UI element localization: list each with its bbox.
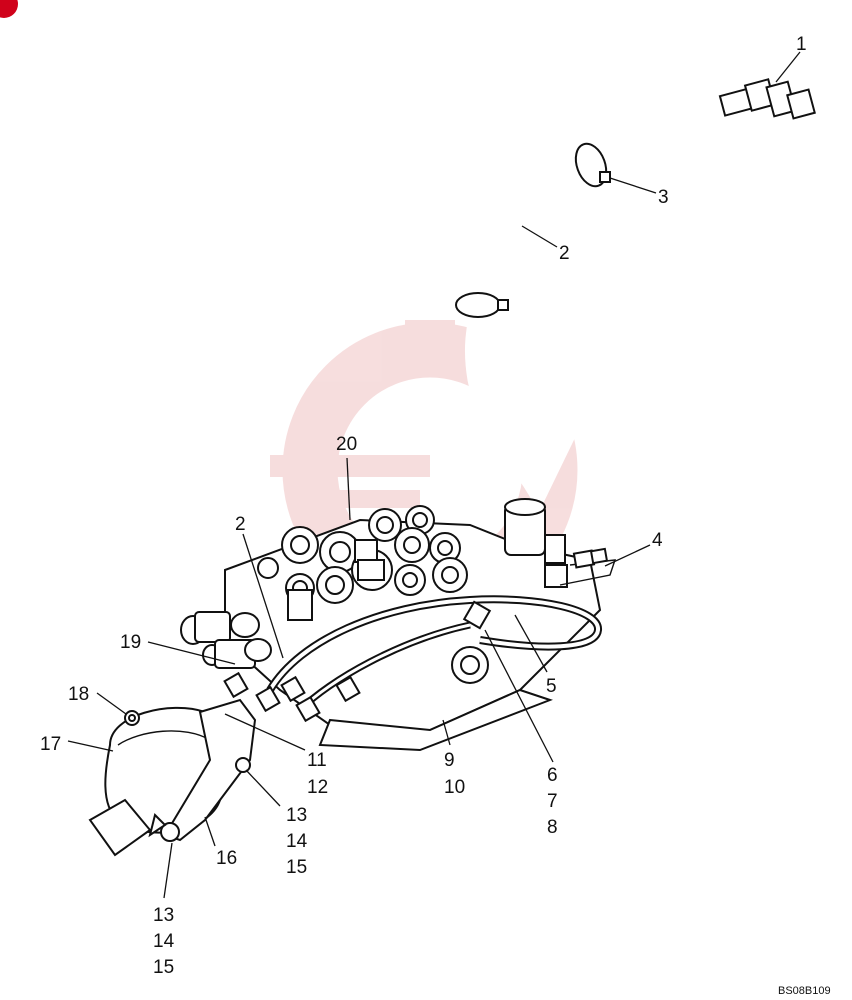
actuator-motor [88, 698, 257, 857]
callout-7: 7 [547, 791, 558, 812]
callout-19: 19 [120, 632, 141, 653]
left-side-fittings [180, 589, 313, 669]
callout-5: 5 [546, 676, 557, 697]
callout-10: 10 [444, 777, 465, 798]
callout-12: 12 [307, 777, 328, 798]
valve-fitting-top [504, 498, 568, 588]
callout-18: 18 [68, 684, 89, 705]
elbow-fitting [718, 78, 816, 120]
callout-11: 11 [307, 750, 327, 771]
leader-lines [67, 51, 801, 899]
callout-4: 4 [652, 530, 663, 551]
callout-16: 16 [216, 848, 237, 869]
corner-logo-mark [0, 0, 18, 18]
callout-9: 9 [444, 750, 455, 771]
callout-14-right: 14 [286, 831, 308, 852]
callout-6: 6 [547, 765, 558, 786]
callout-15-bottom: 15 [153, 957, 174, 978]
callout-17: 17 [40, 734, 61, 755]
hose-clamp-upper [574, 142, 611, 188]
callout-8: 8 [547, 817, 558, 838]
hydraulic-hose [465, 105, 736, 512]
callout-3: 3 [658, 187, 669, 208]
callout-labels: 1 3 2 20 2 4 19 5 18 17 11 12 9 10 6 7 8… [40, 34, 807, 978]
steel-tube-right [559, 547, 617, 586]
hose-clamp-lower [455, 292, 509, 318]
control-valve-body [224, 505, 602, 752]
tube-fittings [223, 600, 492, 723]
callout-13-bottom: 13 [153, 905, 174, 926]
drawing-code: BS08B109 [778, 985, 831, 997]
callout-2-valve: 2 [235, 514, 246, 535]
callout-14-bottom: 14 [153, 931, 175, 952]
callout-15-right: 15 [286, 857, 307, 878]
callout-2-hose: 2 [559, 243, 570, 264]
callout-1: 1 [796, 34, 807, 55]
callout-13-right: 13 [286, 805, 307, 826]
callout-20: 20 [336, 434, 357, 455]
